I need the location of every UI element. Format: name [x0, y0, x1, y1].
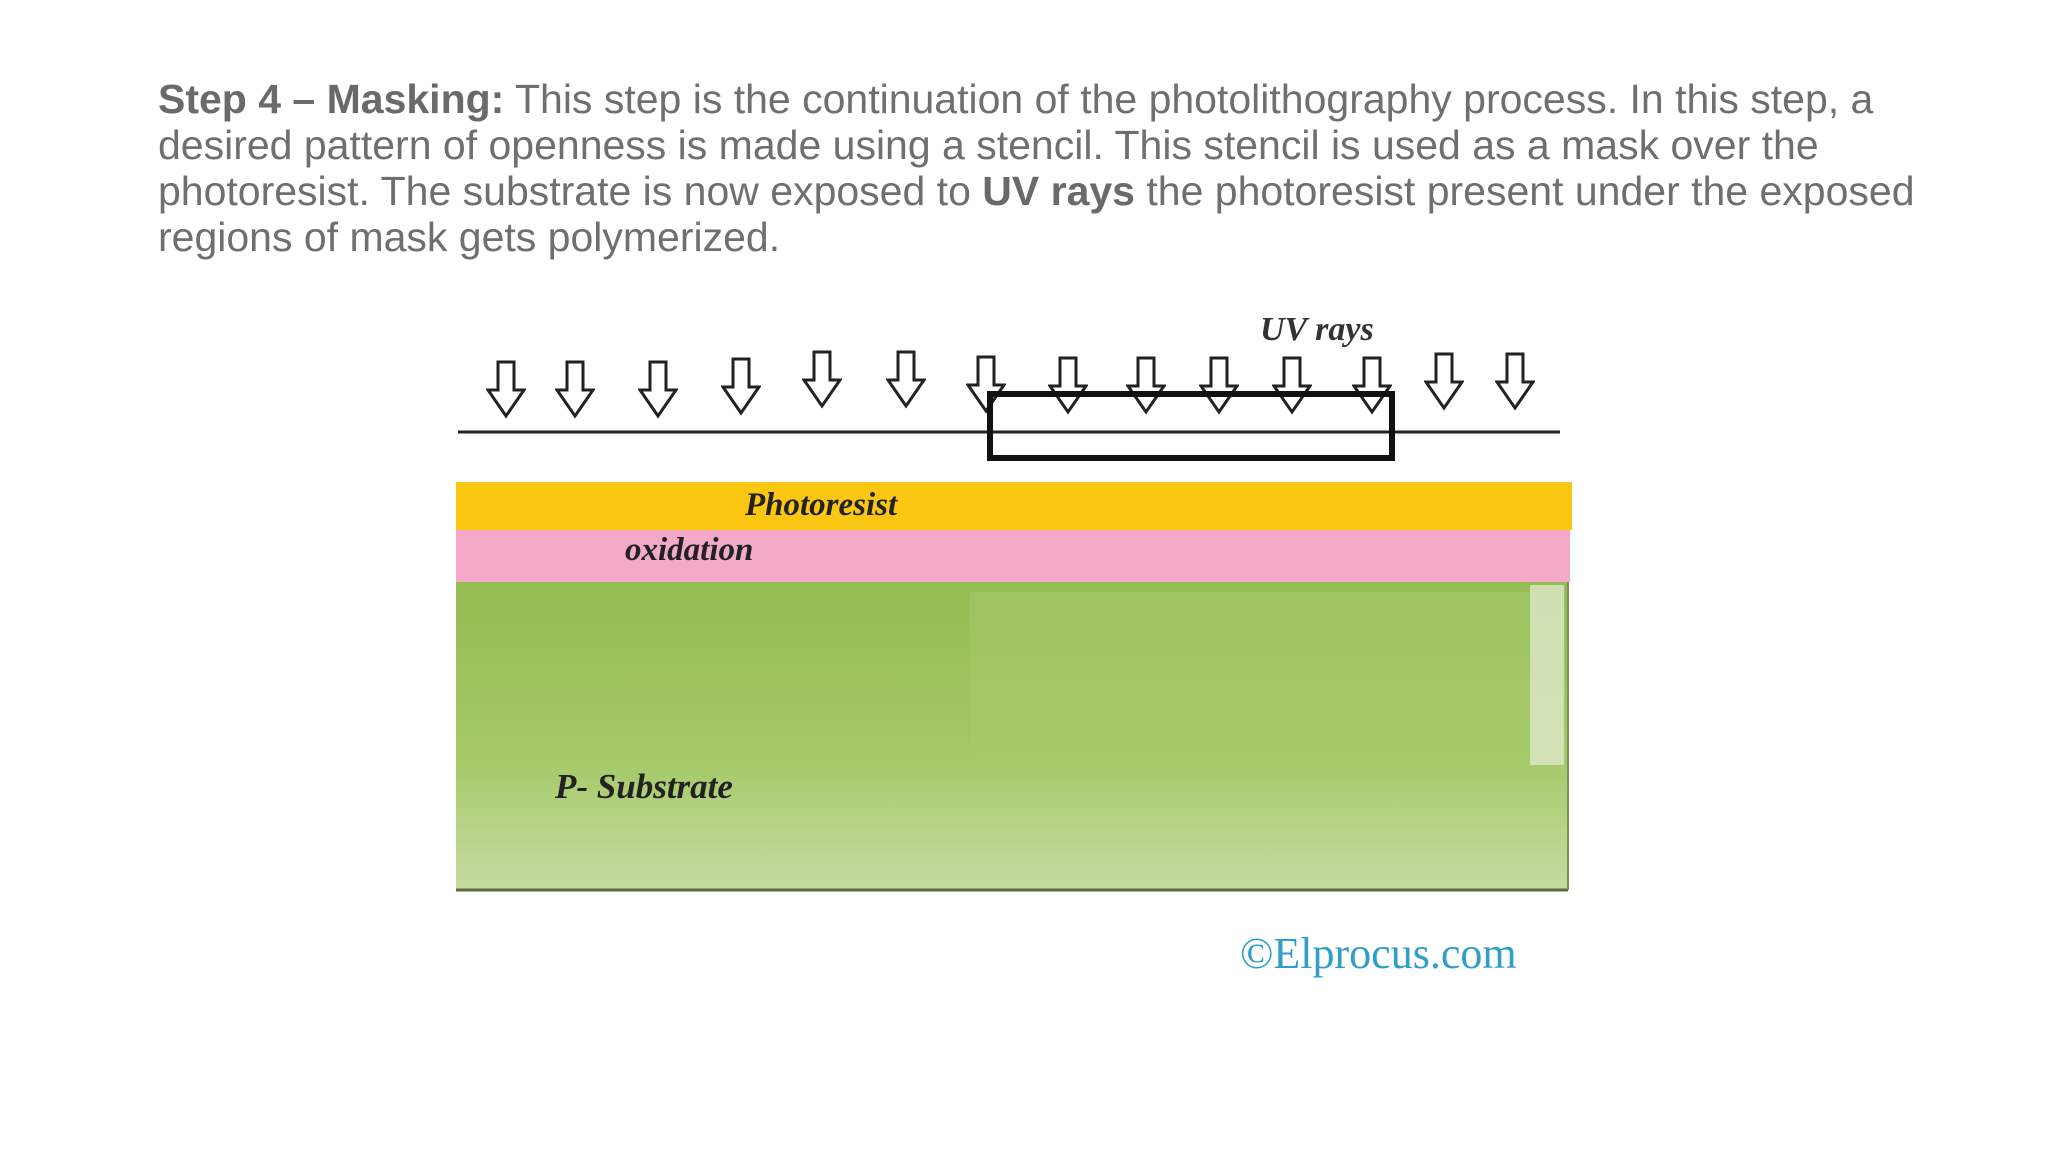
- down-arrow-icon: [486, 360, 526, 418]
- down-arrow-icon: [1424, 352, 1464, 410]
- uv-arrows: [486, 350, 1535, 418]
- down-arrow-icon: [638, 360, 678, 418]
- down-arrow-icon: [1272, 356, 1312, 414]
- description-text-2: the photoresist present under the expose…: [158, 168, 1915, 260]
- down-arrow-icon: [1495, 352, 1535, 410]
- oxidation-layer: [456, 528, 1570, 582]
- down-arrow-icon: [555, 360, 595, 418]
- photoresist-label: Photoresist: [744, 487, 898, 523]
- elprocus-credit: ©Elprocus.com: [1240, 929, 1517, 978]
- down-arrow-icon: [1048, 356, 1088, 414]
- substrate-edge-highlight: [1530, 585, 1564, 765]
- substrate-label: P- Substrate: [554, 767, 733, 806]
- step-description: Step 4 – Masking: This step is the conti…: [158, 76, 1918, 260]
- down-arrow-icon: [721, 357, 761, 415]
- down-arrow-icon: [802, 350, 842, 408]
- down-arrow-icon: [1352, 356, 1392, 414]
- description-text-1: This step is the continuation of the pho…: [158, 76, 1874, 214]
- substrate-faded-region: [970, 592, 1530, 762]
- photoresist-layer: [456, 482, 1572, 530]
- down-arrow-icon: [1199, 356, 1239, 414]
- stencil-mask: [987, 391, 1395, 461]
- oxidation-label: oxidation: [625, 532, 753, 568]
- step-heading: Step 4 – Masking:: [158, 76, 505, 122]
- down-arrow-icon: [966, 355, 1006, 413]
- down-arrow-icon: [886, 350, 926, 408]
- uv-rays-label: UV rays: [1260, 311, 1374, 348]
- uv-rays-bold: UV rays: [982, 168, 1135, 214]
- down-arrow-icon: [1126, 356, 1166, 414]
